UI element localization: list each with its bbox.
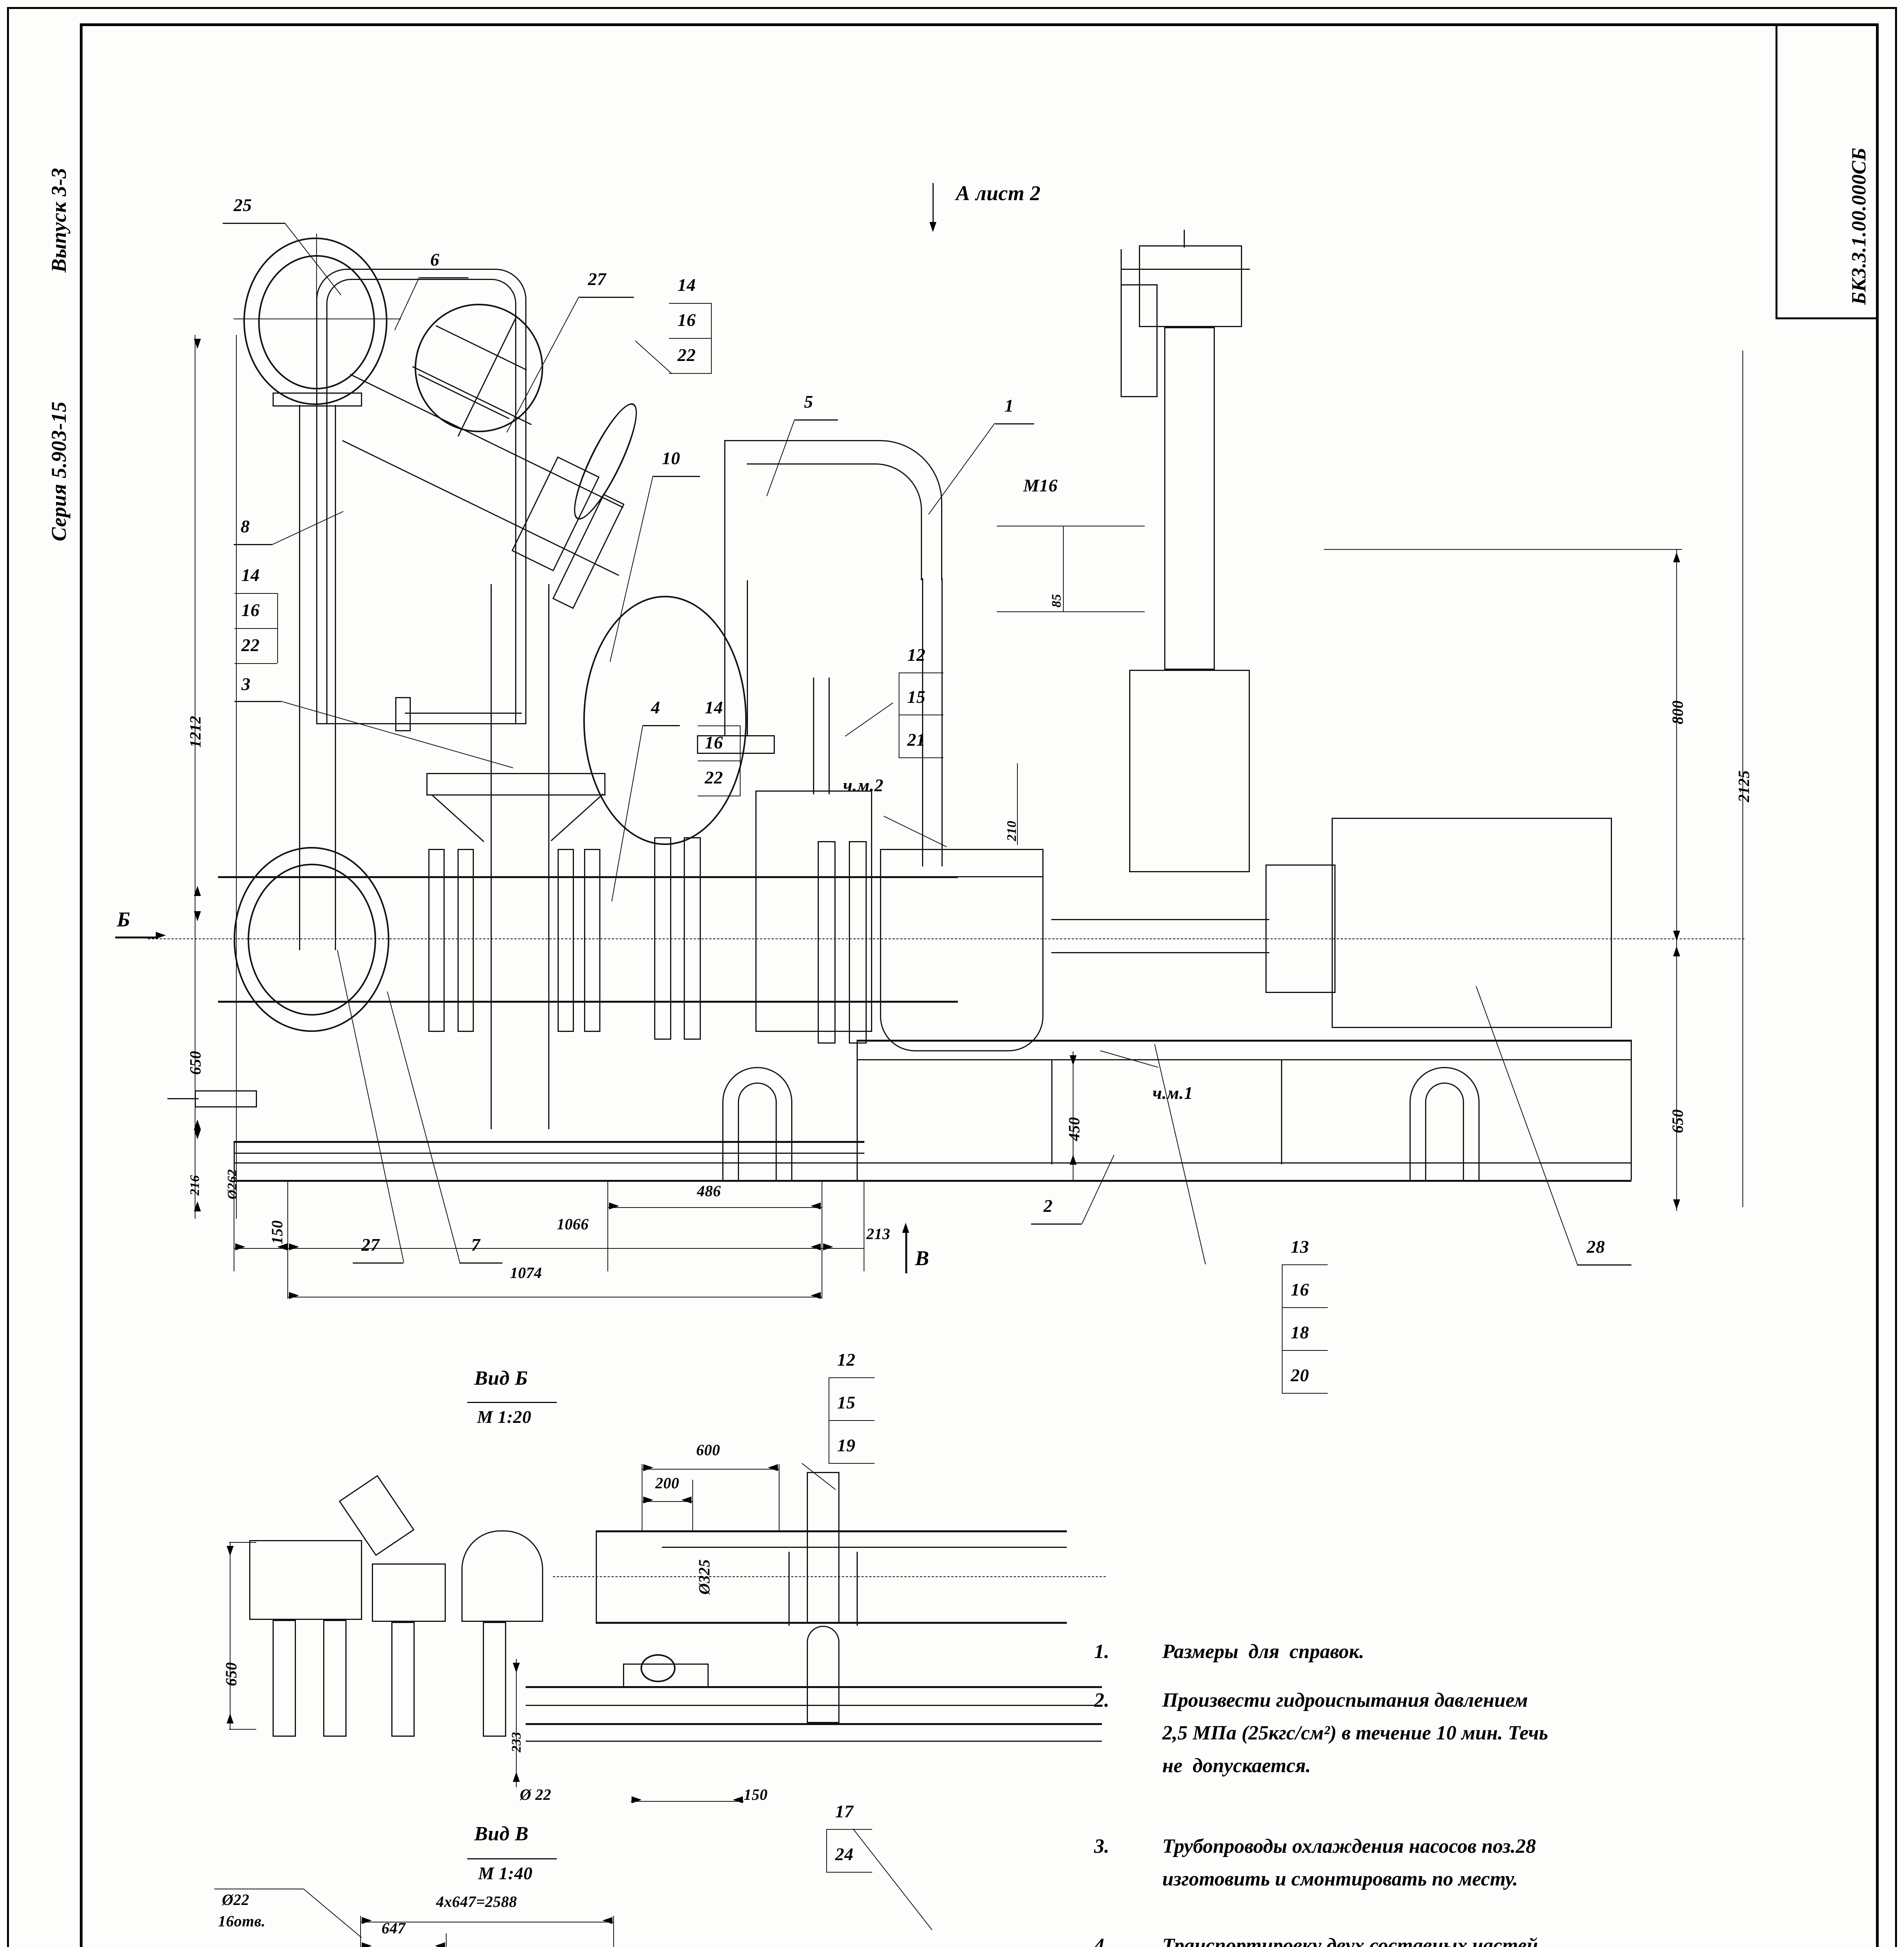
corner-drawing-number: БК3.3.1.00.000СБ — [1848, 147, 1870, 305]
collector-outer-circle — [243, 238, 387, 405]
dim-1212: 1212 — [187, 716, 204, 748]
sheet-inner-border — [80, 23, 1879, 1947]
view-v-title: Вид В — [474, 1823, 529, 1845]
pos-21-main: 21 — [907, 730, 926, 750]
dim-650-right: 650 — [1669, 1109, 1686, 1134]
note-num-1: 1. — [1094, 1641, 1109, 1663]
viewb-pos-24: 24 — [835, 1844, 853, 1864]
section-mark-b: Б — [117, 908, 130, 931]
pos-27-upper: 27 — [588, 269, 606, 289]
pos-18: 18 — [1291, 1322, 1309, 1342]
frame-top-flange — [857, 1040, 1631, 1042]
pos-10: 10 — [662, 448, 680, 468]
viewb-dim-600: 600 — [696, 1441, 720, 1459]
viewb-pos-12: 12 — [837, 1350, 855, 1370]
viewb-dim-d325: Ø325 — [695, 1559, 713, 1595]
suction-pipe-top — [218, 876, 958, 878]
pos-25: 25 — [234, 195, 252, 215]
pos-6: 6 — [430, 250, 440, 269]
pos-15-main: 15 — [907, 687, 926, 707]
detail-mark-chm2: ч.м.2 — [843, 775, 884, 795]
viewv-hole-note-1: Ø22 — [222, 1891, 250, 1908]
frame-bottom-flange — [234, 1180, 1631, 1182]
pos-14-mid: 14 — [705, 697, 723, 717]
pos-14-upper: 14 — [677, 275, 696, 295]
pos-20: 20 — [1291, 1365, 1309, 1385]
viewb-pos-17: 17 — [835, 1801, 853, 1821]
viewb-dim-d22: Ø 22 — [520, 1786, 551, 1803]
pos-3: 3 — [241, 674, 251, 694]
note-text-1: Размеры для справок. — [1162, 1641, 1364, 1663]
pos-14-left: 14 — [241, 565, 260, 585]
thread-note-m16: М16 — [1023, 475, 1058, 495]
note-num-3: 3. — [1094, 1835, 1109, 1857]
dim-1066: 1066 — [557, 1215, 589, 1233]
suction-pipe-bottom — [218, 1001, 958, 1003]
dim-1074: 1074 — [510, 1264, 542, 1282]
pos-22-left: 22 — [241, 635, 260, 655]
note-num-2: 2. — [1094, 1689, 1109, 1711]
sheet-outer-border — [7, 7, 1897, 1947]
view-b-scale: М 1:20 — [477, 1407, 531, 1427]
note-text-2: Произвести гидроиспытания давлением 2,5 … — [1162, 1689, 1549, 1777]
note-text-4: Транспортировку двух составных частей бл… — [1162, 1935, 1538, 1947]
motor-block — [1332, 818, 1612, 1028]
viewb-pos-19: 19 — [837, 1435, 855, 1455]
dim-216: 216 — [188, 1175, 202, 1196]
issue-label: Выпуск 3-3 — [47, 167, 70, 273]
pump-casing-right — [880, 849, 1044, 1051]
dim-486: 486 — [697, 1182, 721, 1200]
viewb-dim-150: 150 — [744, 1786, 768, 1803]
pos-16-upper: 16 — [677, 310, 696, 330]
viewb-pos-15: 15 — [837, 1392, 855, 1412]
pos-28: 28 — [1587, 1237, 1605, 1257]
viewv-hole-note-2: 16отв. — [218, 1912, 266, 1930]
pos-4: 4 — [651, 697, 660, 717]
pump-body-circle — [583, 596, 747, 845]
dim-150-main: 150 — [268, 1220, 286, 1245]
discharge-elbow — [724, 440, 942, 580]
viewv-dim-647: 647 — [382, 1919, 406, 1937]
pos-13: 13 — [1291, 1237, 1309, 1257]
dim-650-left: 650 — [187, 1051, 204, 1075]
pos-16-left: 16 — [241, 600, 260, 620]
pos-16-lower: 16 — [1291, 1280, 1309, 1299]
viewb-dim-233: 233 — [509, 1732, 524, 1753]
corner-drawing-number-stamp: БК3.3.1.00.000СБ — [1776, 23, 1879, 319]
dim-85: 85 — [1049, 594, 1064, 607]
viewb-dim-200: 200 — [655, 1474, 679, 1492]
dim-2125: 2125 — [1735, 770, 1753, 802]
section-arrow-a-label: А лист 2 — [956, 181, 1041, 205]
note-text-3: Трубопроводы охлаждения насосов поз.28 и… — [1162, 1835, 1536, 1891]
suction-end-circle — [234, 847, 389, 1032]
pos-2: 2 — [1044, 1196, 1053, 1216]
dim-450: 450 — [1065, 1117, 1083, 1141]
viewb-dim-650: 650 — [222, 1662, 240, 1686]
pos-22-upper: 22 — [677, 345, 696, 365]
view-v-scale: М 1:40 — [478, 1863, 533, 1883]
note-num-4: 4. — [1094, 1935, 1109, 1947]
series-label: Серия 5.903-15 — [47, 401, 70, 541]
view-b-title: Вид Б — [474, 1367, 528, 1389]
viewv-dim-4x647: 4х647=2588 — [436, 1893, 517, 1910]
detail-mark-chm1: ч.м.1 — [1153, 1083, 1193, 1103]
pos-16-mid: 16 — [705, 732, 723, 752]
pos-27-lower: 27 — [361, 1235, 380, 1255]
pos-12-main: 12 — [907, 645, 926, 665]
pos-7: 7 — [471, 1235, 480, 1255]
dim-d262: Ø262 — [225, 1169, 239, 1199]
pos-22-mid: 22 — [705, 768, 723, 787]
section-mark-v: В — [915, 1246, 929, 1270]
pos-8: 8 — [241, 516, 250, 536]
dim-213: 213 — [866, 1225, 890, 1243]
pos-1: 1 — [1005, 396, 1014, 415]
pos-5: 5 — [804, 392, 813, 412]
dim-800: 800 — [1669, 700, 1686, 725]
main-centerline-horizontal — [148, 938, 1744, 939]
